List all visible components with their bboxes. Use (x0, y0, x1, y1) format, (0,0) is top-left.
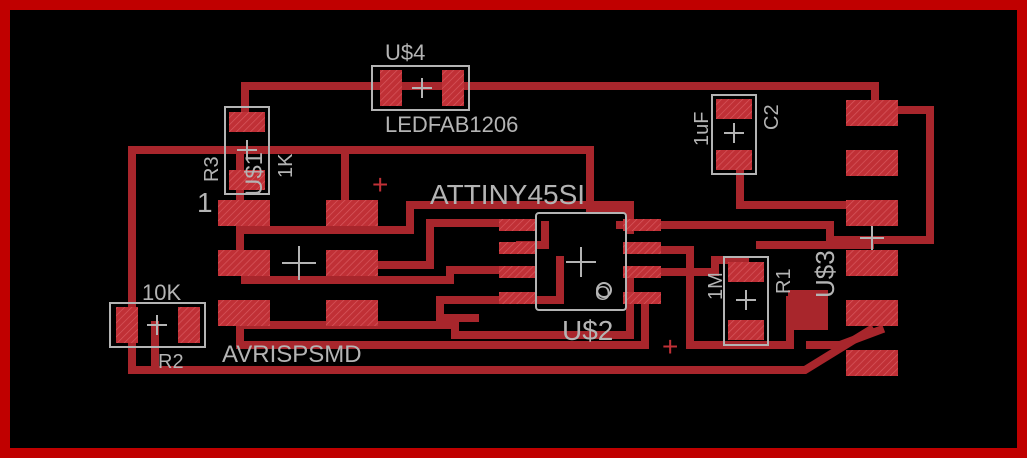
u4-value: LEDFAB1206 (385, 112, 518, 137)
pad (499, 292, 537, 304)
r1-value: 1M (705, 272, 727, 300)
resonator-pad (788, 290, 828, 330)
r3-value: 1K (275, 153, 297, 178)
plus-mark: + (662, 331, 678, 362)
r2-value: 10K (142, 280, 181, 305)
r2-name: R2 (158, 351, 184, 373)
pads (116, 70, 898, 376)
plus-mark: + (372, 169, 388, 200)
pad (499, 266, 537, 278)
pad (178, 307, 200, 343)
u1-ghost-label: U$1 (241, 152, 268, 196)
pad (326, 250, 378, 276)
pad (229, 170, 265, 190)
pad (623, 219, 661, 231)
origin-crosses (147, 78, 884, 335)
pad (846, 200, 898, 226)
isp-pin1-label: 1 (197, 187, 213, 218)
pad (499, 219, 537, 231)
r1-name: R1 (773, 268, 795, 294)
isp-value: AVRISPSMD (222, 341, 362, 368)
r1-outline (723, 256, 769, 346)
pad (846, 300, 898, 326)
pad (218, 200, 270, 226)
c2-name: C2 (761, 104, 783, 130)
pad (326, 300, 378, 326)
pad (116, 307, 138, 343)
u4-name: U$4 (385, 40, 425, 65)
silkscreen (109, 65, 769, 348)
u2-pin1-circle (596, 282, 612, 298)
pad (623, 292, 661, 304)
pad (846, 250, 898, 276)
c2-value: 1uF (691, 112, 713, 146)
r2-outline (109, 302, 206, 348)
pad (442, 70, 464, 106)
pad (623, 242, 661, 254)
pad (716, 150, 752, 170)
u2-name: U$2 (562, 315, 613, 346)
u3-name: U$3 (810, 250, 840, 298)
pad (218, 250, 270, 276)
u2-outline (535, 212, 627, 311)
pad (229, 112, 265, 132)
pad (716, 99, 752, 119)
pad (623, 266, 661, 278)
pad (499, 242, 537, 254)
pad (846, 350, 898, 376)
pad (846, 100, 898, 126)
r3-name: R3 (201, 156, 223, 182)
u2-pin1-marker: O (595, 283, 611, 305)
r3-outline (224, 106, 270, 195)
u2-value: ATTINY45SI (430, 179, 585, 210)
pad (218, 300, 270, 326)
u4-outline (371, 65, 470, 111)
c2-outline (711, 94, 757, 175)
pad (728, 262, 764, 282)
pad (380, 70, 402, 106)
pad (728, 320, 764, 340)
pad (846, 150, 898, 176)
pad (326, 200, 378, 226)
